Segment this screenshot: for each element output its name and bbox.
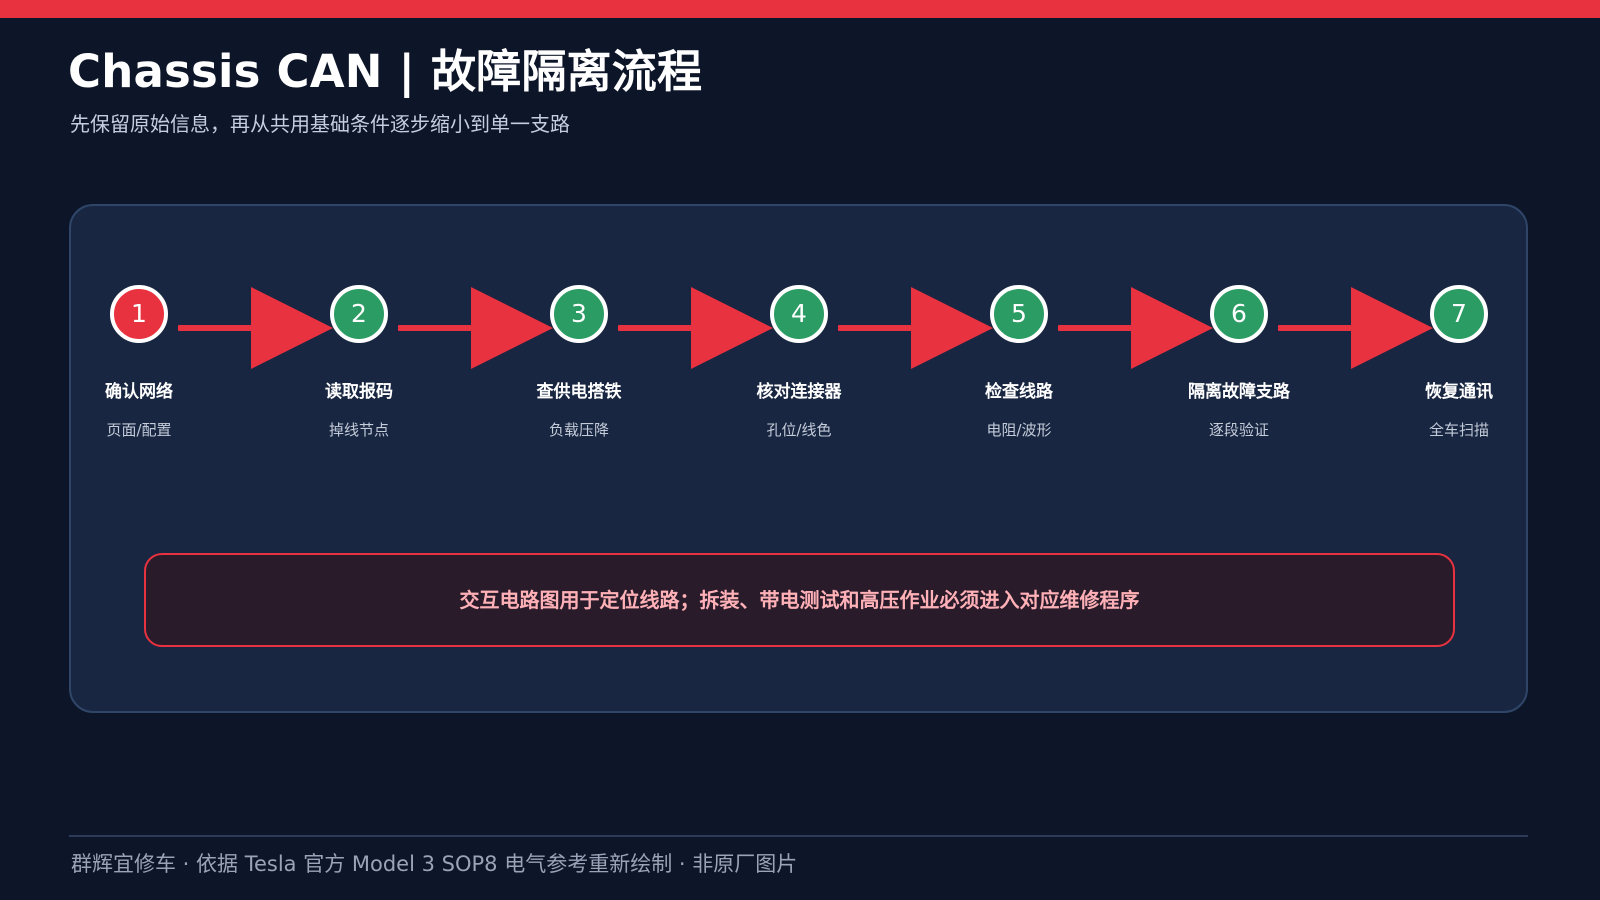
flow-arrow-line <box>398 325 490 331</box>
step-number-circle: 4 <box>770 285 828 343</box>
step-number-circle: 5 <box>990 285 1048 343</box>
arrow-right-icon <box>1131 287 1213 369</box>
step-number-circle: 1 <box>110 285 168 343</box>
footer-source-note: 群辉宜修车 · 依据 Tesla 官方 Model 3 SOP8 电气参考重新绘… <box>71 852 798 876</box>
step-subtitle: 页面/配置 <box>106 421 172 439</box>
arrow-right-icon <box>1351 287 1433 369</box>
arrow-right-icon <box>471 287 553 369</box>
flow-arrow-line <box>838 325 930 331</box>
arrow-right-icon <box>911 287 993 369</box>
arrow-right-icon <box>691 287 773 369</box>
step-number-circle: 3 <box>550 285 608 343</box>
arrow-right-icon <box>251 287 333 369</box>
step-subtitle: 全车扫描 <box>1428 421 1489 439</box>
step-subtitle: 孔位/线色 <box>766 421 832 439</box>
step-subtitle: 掉线节点 <box>328 421 389 439</box>
page-title: Chassis CAN | 故障隔离流程 <box>68 45 703 98</box>
top-accent-bar <box>0 0 1600 18</box>
step-title: 查供电搭铁 <box>536 382 622 402</box>
flow-arrow-line <box>1058 325 1150 331</box>
step-title: 检查线路 <box>985 382 1053 402</box>
step-subtitle: 负载压降 <box>548 421 609 439</box>
footer-divider <box>69 835 1528 837</box>
safety-warning-box: 交互电路图用于定位线路；拆装、带电测试和高压作业必须进入对应维修程序 <box>144 553 1455 647</box>
flow-arrow-line <box>618 325 710 331</box>
step-number-circle: 7 <box>1430 285 1488 343</box>
step-number-circle: 6 <box>1210 285 1268 343</box>
flow-arrow-line <box>178 325 270 331</box>
page-subtitle: 先保留原始信息，再从共用基础条件逐步缩小到单一支路 <box>70 112 570 136</box>
step-number-circle: 2 <box>330 285 388 343</box>
step-title: 核对连接器 <box>756 382 842 402</box>
flow-arrow-line <box>1278 325 1370 331</box>
step-subtitle: 逐段验证 <box>1208 421 1269 439</box>
step-subtitle: 电阻/波形 <box>986 421 1052 439</box>
step-title: 隔离故障支路 <box>1188 382 1290 402</box>
step-title: 确认网络 <box>105 382 173 402</box>
step-title: 读取报码 <box>325 382 393 402</box>
step-title: 恢复通讯 <box>1425 382 1493 402</box>
safety-warning-text: 交互电路图用于定位线路；拆装、带电测试和高压作业必须进入对应维修程序 <box>459 588 1140 612</box>
